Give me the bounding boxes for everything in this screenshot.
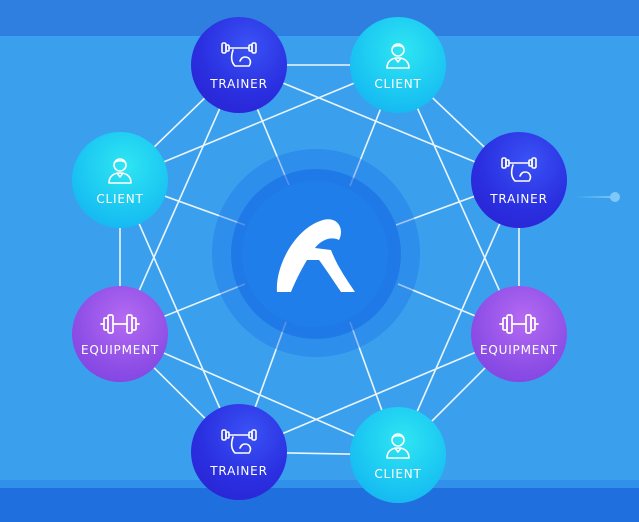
link-line	[119, 64, 399, 181]
client-node-top[interactable]: CLIENT	[350, 17, 446, 113]
trainer-node-top[interactable]: TRAINER	[191, 17, 287, 113]
trainer-node-bottom[interactable]: TRAINER	[191, 404, 287, 500]
bottom-band	[0, 488, 639, 522]
muscle-arm-dumbbell-icon	[221, 429, 257, 454]
top-band	[0, 0, 639, 36]
link-line	[119, 64, 240, 335]
equipment-node-left[interactable]: EQUIPMENT	[72, 286, 168, 382]
muscle-arm-dumbbell-icon	[221, 42, 257, 67]
glow-trail	[576, 196, 612, 198]
node-label: TRAINER	[210, 464, 268, 478]
client-node-bottom[interactable]: CLIENT	[350, 407, 446, 503]
central-hub	[242, 181, 388, 327]
dumbbell-icon	[100, 314, 140, 334]
node-label: TRAINER	[210, 77, 268, 91]
node-label: CLIENT	[374, 467, 422, 481]
person-bust-icon	[386, 43, 410, 69]
link-line	[119, 179, 240, 453]
node-label: TRAINER	[490, 192, 548, 206]
node-label: CLIENT	[96, 192, 144, 206]
glow-dot	[610, 192, 620, 202]
node-label: EQUIPMENT	[80, 343, 160, 357]
client-node-left[interactable]: CLIENT	[72, 132, 168, 228]
dumbbell-icon	[499, 314, 539, 334]
stylized-a-logo-icon	[276, 219, 355, 292]
trainer-node-right[interactable]: TRAINER	[471, 132, 567, 228]
muscle-arm-dumbbell-icon	[501, 157, 537, 182]
node-label: EQUIPMENT	[479, 343, 559, 357]
link-line	[238, 64, 520, 181]
node-label: CLIENT	[374, 77, 422, 91]
link-line	[238, 333, 520, 453]
person-bust-icon	[386, 433, 410, 459]
equipment-node-right[interactable]: EQUIPMENT	[471, 286, 567, 382]
bottom-band-shade	[0, 480, 639, 490]
person-bust-icon	[108, 158, 132, 184]
link-line	[397, 179, 520, 456]
